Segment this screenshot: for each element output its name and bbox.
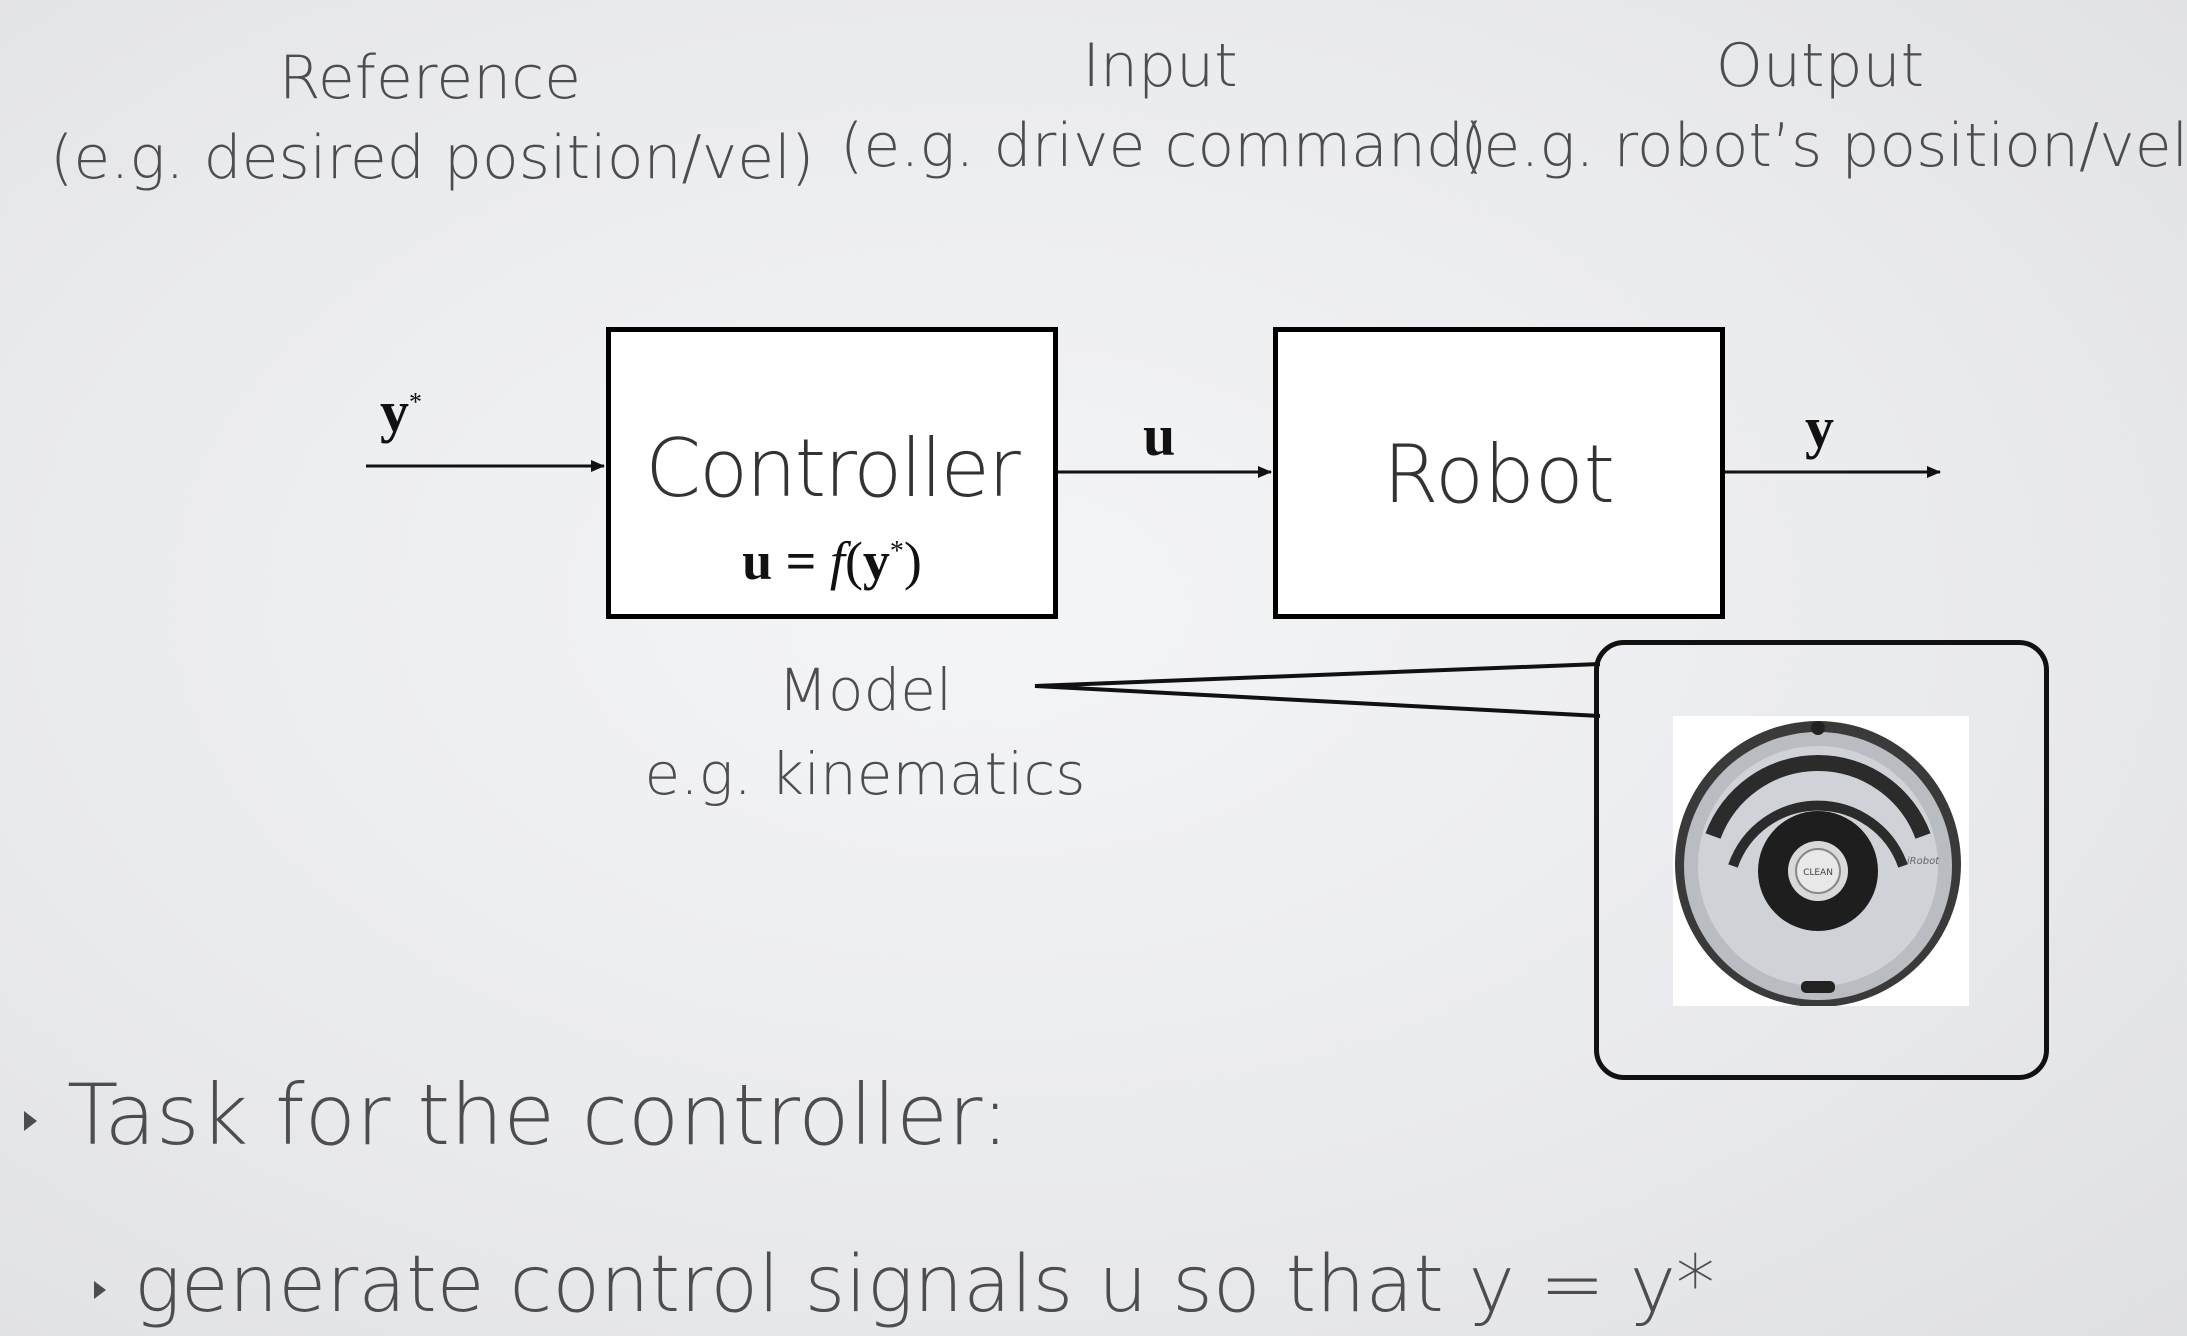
- input-title: Input: [1082, 31, 1238, 101]
- reference-header: Reference (e.g. desired position/vel): [50, 38, 815, 198]
- input-signal-label: u: [1143, 403, 1176, 468]
- output-subtitle: (e.g. robot’s position/vel): [1460, 111, 2187, 181]
- input-header: Input (e.g. drive command): [840, 26, 1488, 186]
- bullet-generate: generate control signals u so that y = y…: [94, 1240, 1715, 1330]
- bullet-marker-icon: [24, 1111, 37, 1131]
- robot-vacuum-icon: CLEAN iRobot: [1675, 721, 1961, 1007]
- output-title: Output: [1715, 31, 1925, 101]
- reference-subtitle: (e.g. desired position/vel): [50, 123, 815, 193]
- svg-text:CLEAN: CLEAN: [1803, 868, 1833, 878]
- model-title: Model: [777, 656, 953, 724]
- svg-text:iRobot: iRobot: [1907, 856, 1940, 867]
- controller-block: Controller u = f(y*): [606, 327, 1058, 619]
- robot-title: Robot: [1382, 428, 1616, 521]
- robot-vacuum-image: CLEAN iRobot: [1673, 716, 1969, 1007]
- model-example: e.g. kinematics: [644, 740, 1086, 808]
- callout-pointer: [1034, 662, 1601, 718]
- reference-title: Reference: [278, 43, 582, 113]
- callout-box: [1594, 640, 2049, 1080]
- output-signal-label: y: [1805, 395, 1834, 460]
- bullet-generate-text: generate control signals u so that y = y…: [134, 1240, 1715, 1330]
- bullet-task-text: Task for the controller:: [67, 1066, 1010, 1164]
- reference-signal-label: y*: [380, 379, 422, 444]
- output-header: Output (e.g. robot’s position/vel): [1460, 26, 2187, 186]
- controller-title: Controller: [645, 422, 1021, 515]
- bullet-marker-icon: [94, 1280, 106, 1299]
- controller-equation: u = f(y*): [742, 531, 922, 591]
- robot-block: Robot: [1273, 327, 1725, 619]
- bullet-task: Task for the controller:: [24, 1066, 1009, 1164]
- model-label: Model e.g. kinematics: [640, 648, 1090, 816]
- input-subtitle: (e.g. drive command): [840, 111, 1488, 181]
